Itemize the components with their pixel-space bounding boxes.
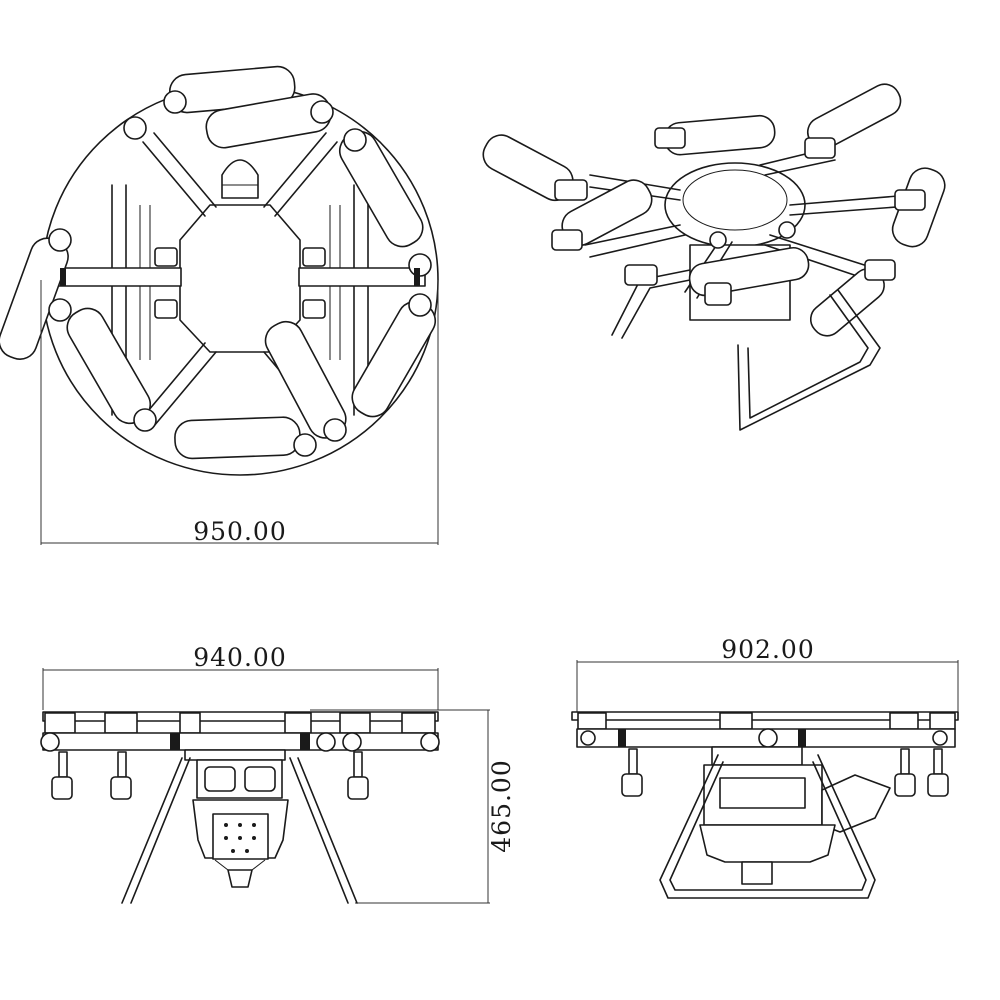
front-view: 940.00 465.00 (40, 643, 516, 904)
dimension-side-width: 902.00 (721, 635, 814, 664)
isometric-view (482, 83, 946, 431)
dimension-top-width: 950.00 (193, 517, 286, 546)
top-view: 950.00 (0, 65, 439, 546)
side-view: 902.00 (571, 635, 959, 899)
dimension-front-width: 940.00 (193, 643, 286, 672)
dimension-front-height: 465.00 (487, 759, 516, 852)
